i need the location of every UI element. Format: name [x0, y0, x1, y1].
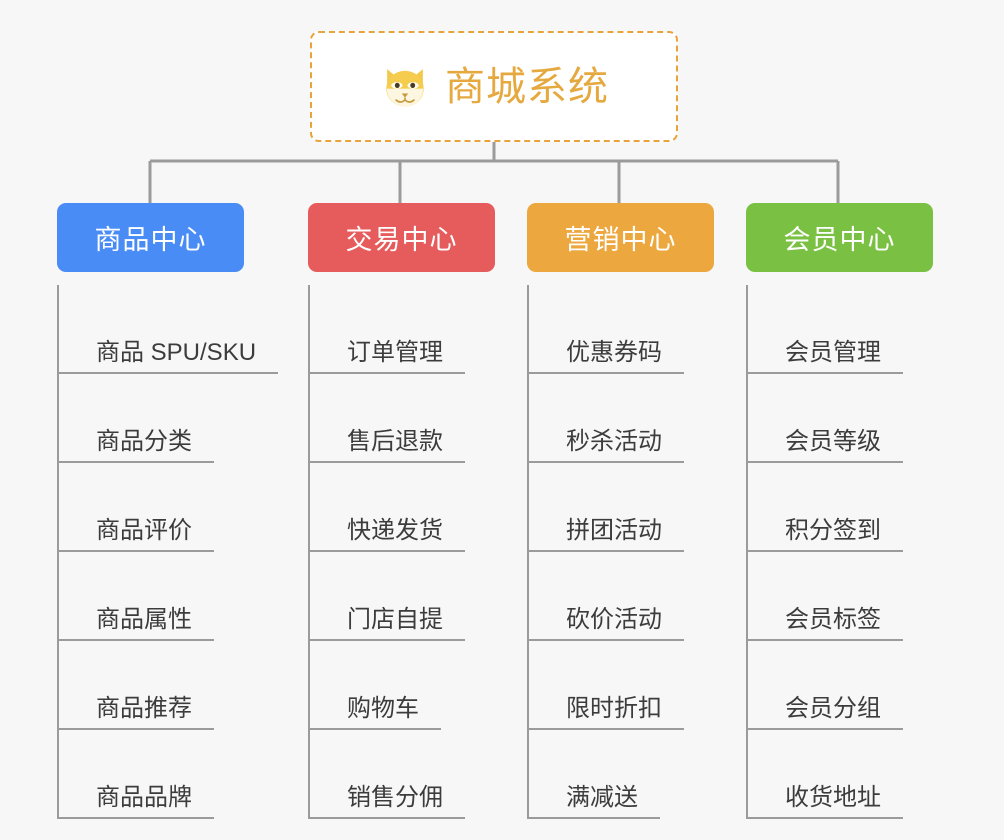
leaf-label: 商品评价	[59, 517, 214, 552]
list-item[interactable]: 优惠券码	[529, 285, 714, 374]
leaf-label: 门店自提	[310, 606, 465, 641]
leaf-label: 商品 SPU/SKU	[59, 339, 279, 374]
column-header-label: 营销中心	[564, 225, 677, 255]
list-item[interactable]: 商品属性	[59, 552, 244, 641]
list-item[interactable]: 秒杀活动	[529, 374, 714, 463]
list-item[interactable]: 商品推荐	[59, 641, 244, 730]
leaf-label: 订单管理	[310, 339, 465, 374]
list-item[interactable]: 会员管理	[748, 285, 933, 374]
column-header-member-center[interactable]: 会员中心	[746, 203, 933, 272]
leaf-list-product-center: 商品 SPU/SKU 商品分类 商品评价 商品属性 商品推荐 商品品牌	[57, 285, 279, 819]
leaf-label: 限时折扣	[529, 695, 684, 730]
list-item[interactable]: 商品 SPU/SKU	[59, 285, 279, 374]
list-item[interactable]: 会员等级	[748, 374, 933, 463]
list-item[interactable]: 积分签到	[748, 463, 933, 552]
column-header-label: 交易中心	[345, 225, 458, 255]
column-header-marketing-center[interactable]: 营销中心	[527, 203, 714, 272]
list-item[interactable]: 商品评价	[59, 463, 244, 552]
list-item[interactable]: 订单管理	[310, 285, 495, 374]
leaf-label: 销售分佣	[310, 784, 465, 819]
list-item[interactable]: 拼团活动	[529, 463, 714, 552]
leaf-label: 收货地址	[748, 784, 903, 819]
leaf-list-marketing-center: 优惠券码 秒杀活动 拼团活动 砍价活动 限时折扣 满减送	[527, 285, 714, 819]
leaf-label: 满减送	[529, 784, 660, 819]
list-item[interactable]: 门店自提	[310, 552, 495, 641]
column-header-label: 商品中心	[94, 225, 207, 255]
list-item[interactable]: 快递发货	[310, 463, 495, 552]
leaf-label: 优惠券码	[529, 339, 684, 374]
leaf-label: 商品分类	[59, 428, 214, 463]
list-item[interactable]: 商品分类	[59, 374, 244, 463]
leaf-label: 秒杀活动	[529, 428, 684, 463]
leaf-list-trade-center: 订单管理 售后退款 快递发货 门店自提 购物车 销售分佣	[308, 285, 495, 819]
list-item[interactable]: 满减送	[529, 730, 714, 819]
list-item[interactable]: 砍价活动	[529, 552, 714, 641]
leaf-label: 会员等级	[748, 428, 903, 463]
column-trade-center: 交易中心 订单管理 售后退款 快递发货 门店自提 购物车 销售分佣	[308, 203, 495, 819]
leaf-label: 会员标签	[748, 606, 903, 641]
shiba-dog-face-icon	[386, 68, 424, 106]
list-item[interactable]: 售后退款	[310, 374, 495, 463]
column-product-center: 商品中心 商品 SPU/SKU 商品分类 商品评价 商品属性 商品推荐 商品品牌	[57, 203, 279, 819]
column-header-product-center[interactable]: 商品中心	[57, 203, 244, 272]
leaf-label: 积分签到	[748, 517, 903, 552]
list-item[interactable]: 收货地址	[748, 730, 933, 819]
leaf-label: 购物车	[310, 695, 441, 730]
root-node[interactable]: 商城系统	[310, 31, 678, 142]
column-marketing-center: 营销中心 优惠券码 秒杀活动 拼团活动 砍价活动 限时折扣 满减送	[527, 203, 714, 819]
root-node-label: 商城系统	[445, 64, 609, 109]
list-item[interactable]: 销售分佣	[310, 730, 495, 819]
list-item[interactable]: 商品品牌	[59, 730, 244, 819]
leaf-label: 售后退款	[310, 428, 465, 463]
column-header-label: 会员中心	[783, 225, 896, 255]
leaf-label: 砍价活动	[529, 606, 684, 641]
column-member-center: 会员中心 会员管理 会员等级 积分签到 会员标签 会员分组 收货地址	[746, 203, 933, 819]
list-item[interactable]: 限时折扣	[529, 641, 714, 730]
list-item[interactable]: 购物车	[310, 641, 495, 730]
leaf-label: 会员管理	[748, 339, 903, 374]
list-item[interactable]: 会员标签	[748, 552, 933, 641]
leaf-label: 商品品牌	[59, 784, 214, 819]
leaf-label: 快递发货	[310, 517, 465, 552]
column-header-trade-center[interactable]: 交易中心	[308, 203, 495, 272]
leaf-label: 商品推荐	[59, 695, 214, 730]
list-item[interactable]: 会员分组	[748, 641, 933, 730]
leaf-label: 商品属性	[59, 606, 214, 641]
leaf-list-member-center: 会员管理 会员等级 积分签到 会员标签 会员分组 收货地址	[746, 285, 933, 819]
leaf-label: 拼团活动	[529, 517, 684, 552]
leaf-label: 会员分组	[748, 695, 903, 730]
